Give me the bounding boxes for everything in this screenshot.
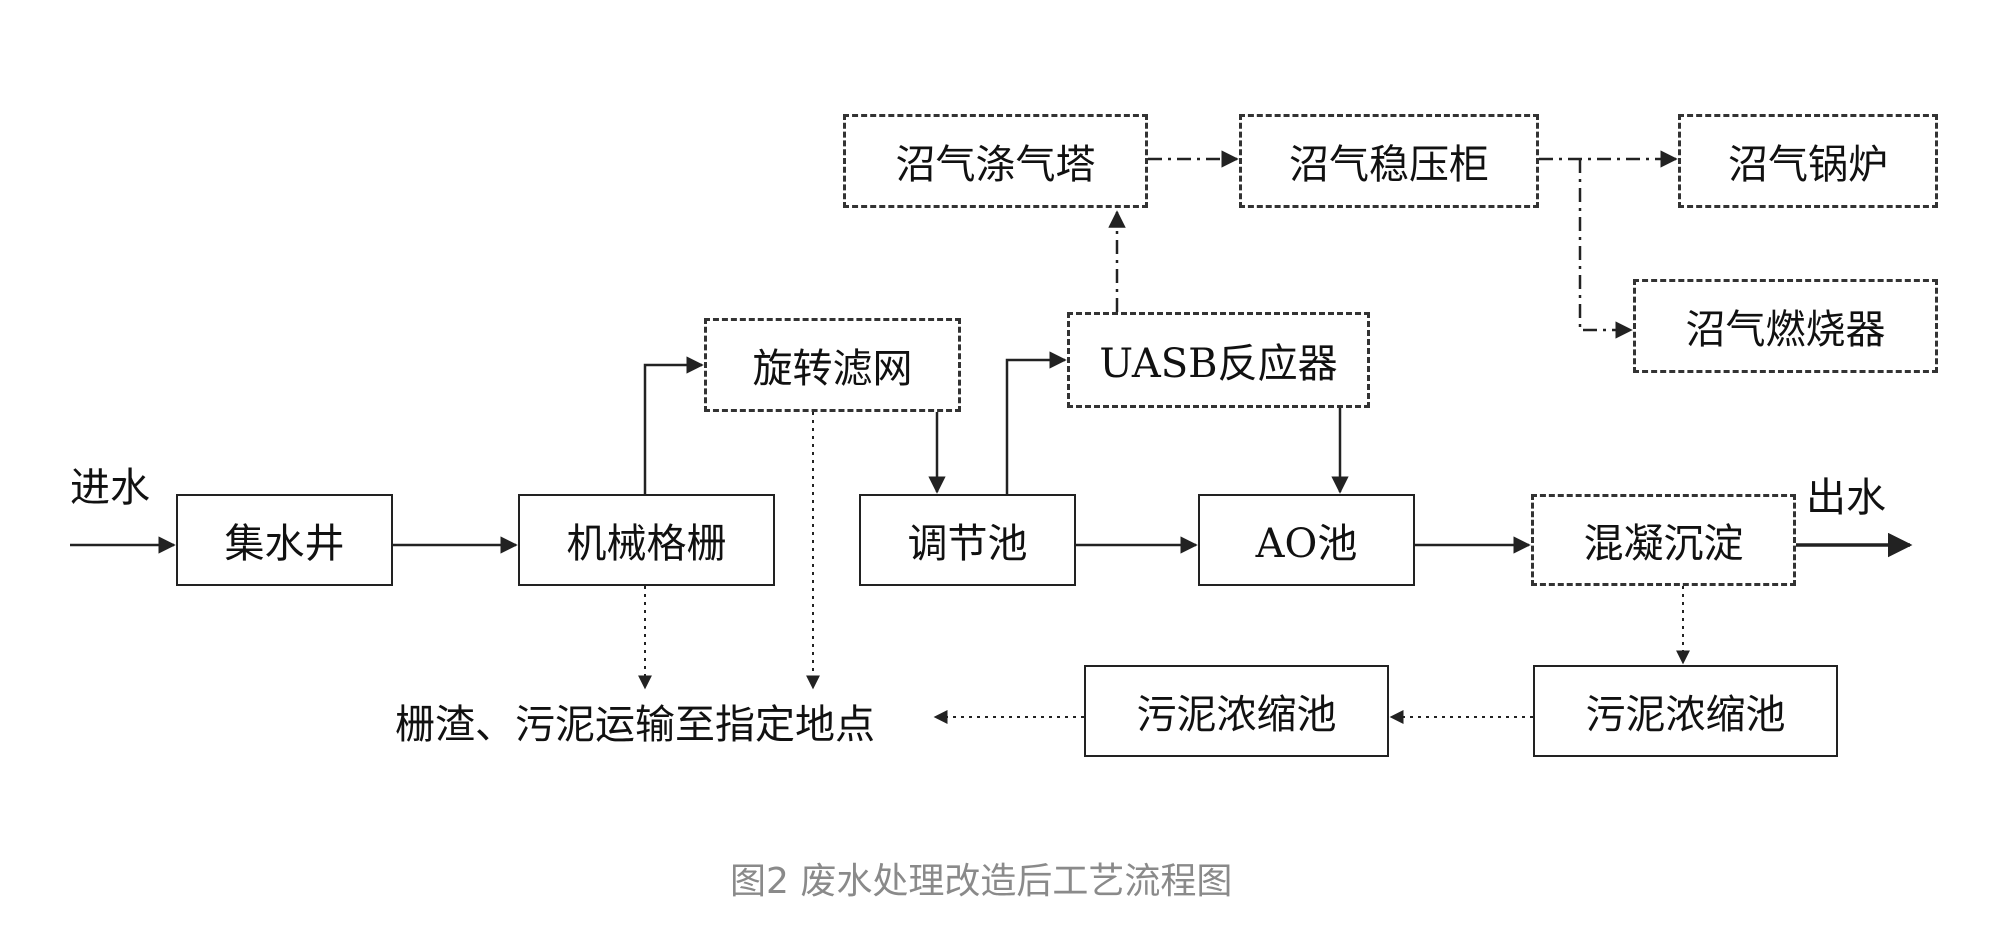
mechanical-grille-node: 机械格栅 <box>518 494 775 586</box>
biogas-scrubber-node: 沼气涤气塔 <box>843 114 1148 208</box>
biogas-burner-node: 沼气燃烧器 <box>1633 279 1938 373</box>
uasb-reactor-node: UASB反应器 <box>1067 312 1370 408</box>
biogas-holder-to-burner <box>1578 159 1633 339</box>
flow-adjust-to-uasb <box>1005 351 1067 494</box>
water-in-label: 进水 <box>70 465 150 511</box>
coagulation-sedimentation-node: 混凝沉淀 <box>1531 494 1796 586</box>
biogas-boiler-node: 沼气锅炉 <box>1678 114 1938 208</box>
sludge-thickener-node-1: 污泥浓缩池 <box>1084 665 1389 757</box>
adjustment-tank-node: 调节池 <box>859 494 1076 586</box>
sludge-thickener-node-2: 污泥浓缩池 <box>1533 665 1838 757</box>
biogas-holder-node: 沼气稳压柜 <box>1239 114 1539 208</box>
rotary-screen-node: 旋转滤网 <box>704 318 961 412</box>
ao-tank-node: AO池 <box>1198 494 1415 586</box>
collection-well-node: 集水井 <box>176 494 393 586</box>
flow-grille-to-screen <box>643 356 704 494</box>
disposal-label: 栅渣、污泥运输至指定地点 <box>395 702 875 748</box>
figure-caption: 图2 废水处理改造后工艺流程图 <box>730 861 1233 902</box>
water-out-label: 出水 <box>1806 475 1886 521</box>
